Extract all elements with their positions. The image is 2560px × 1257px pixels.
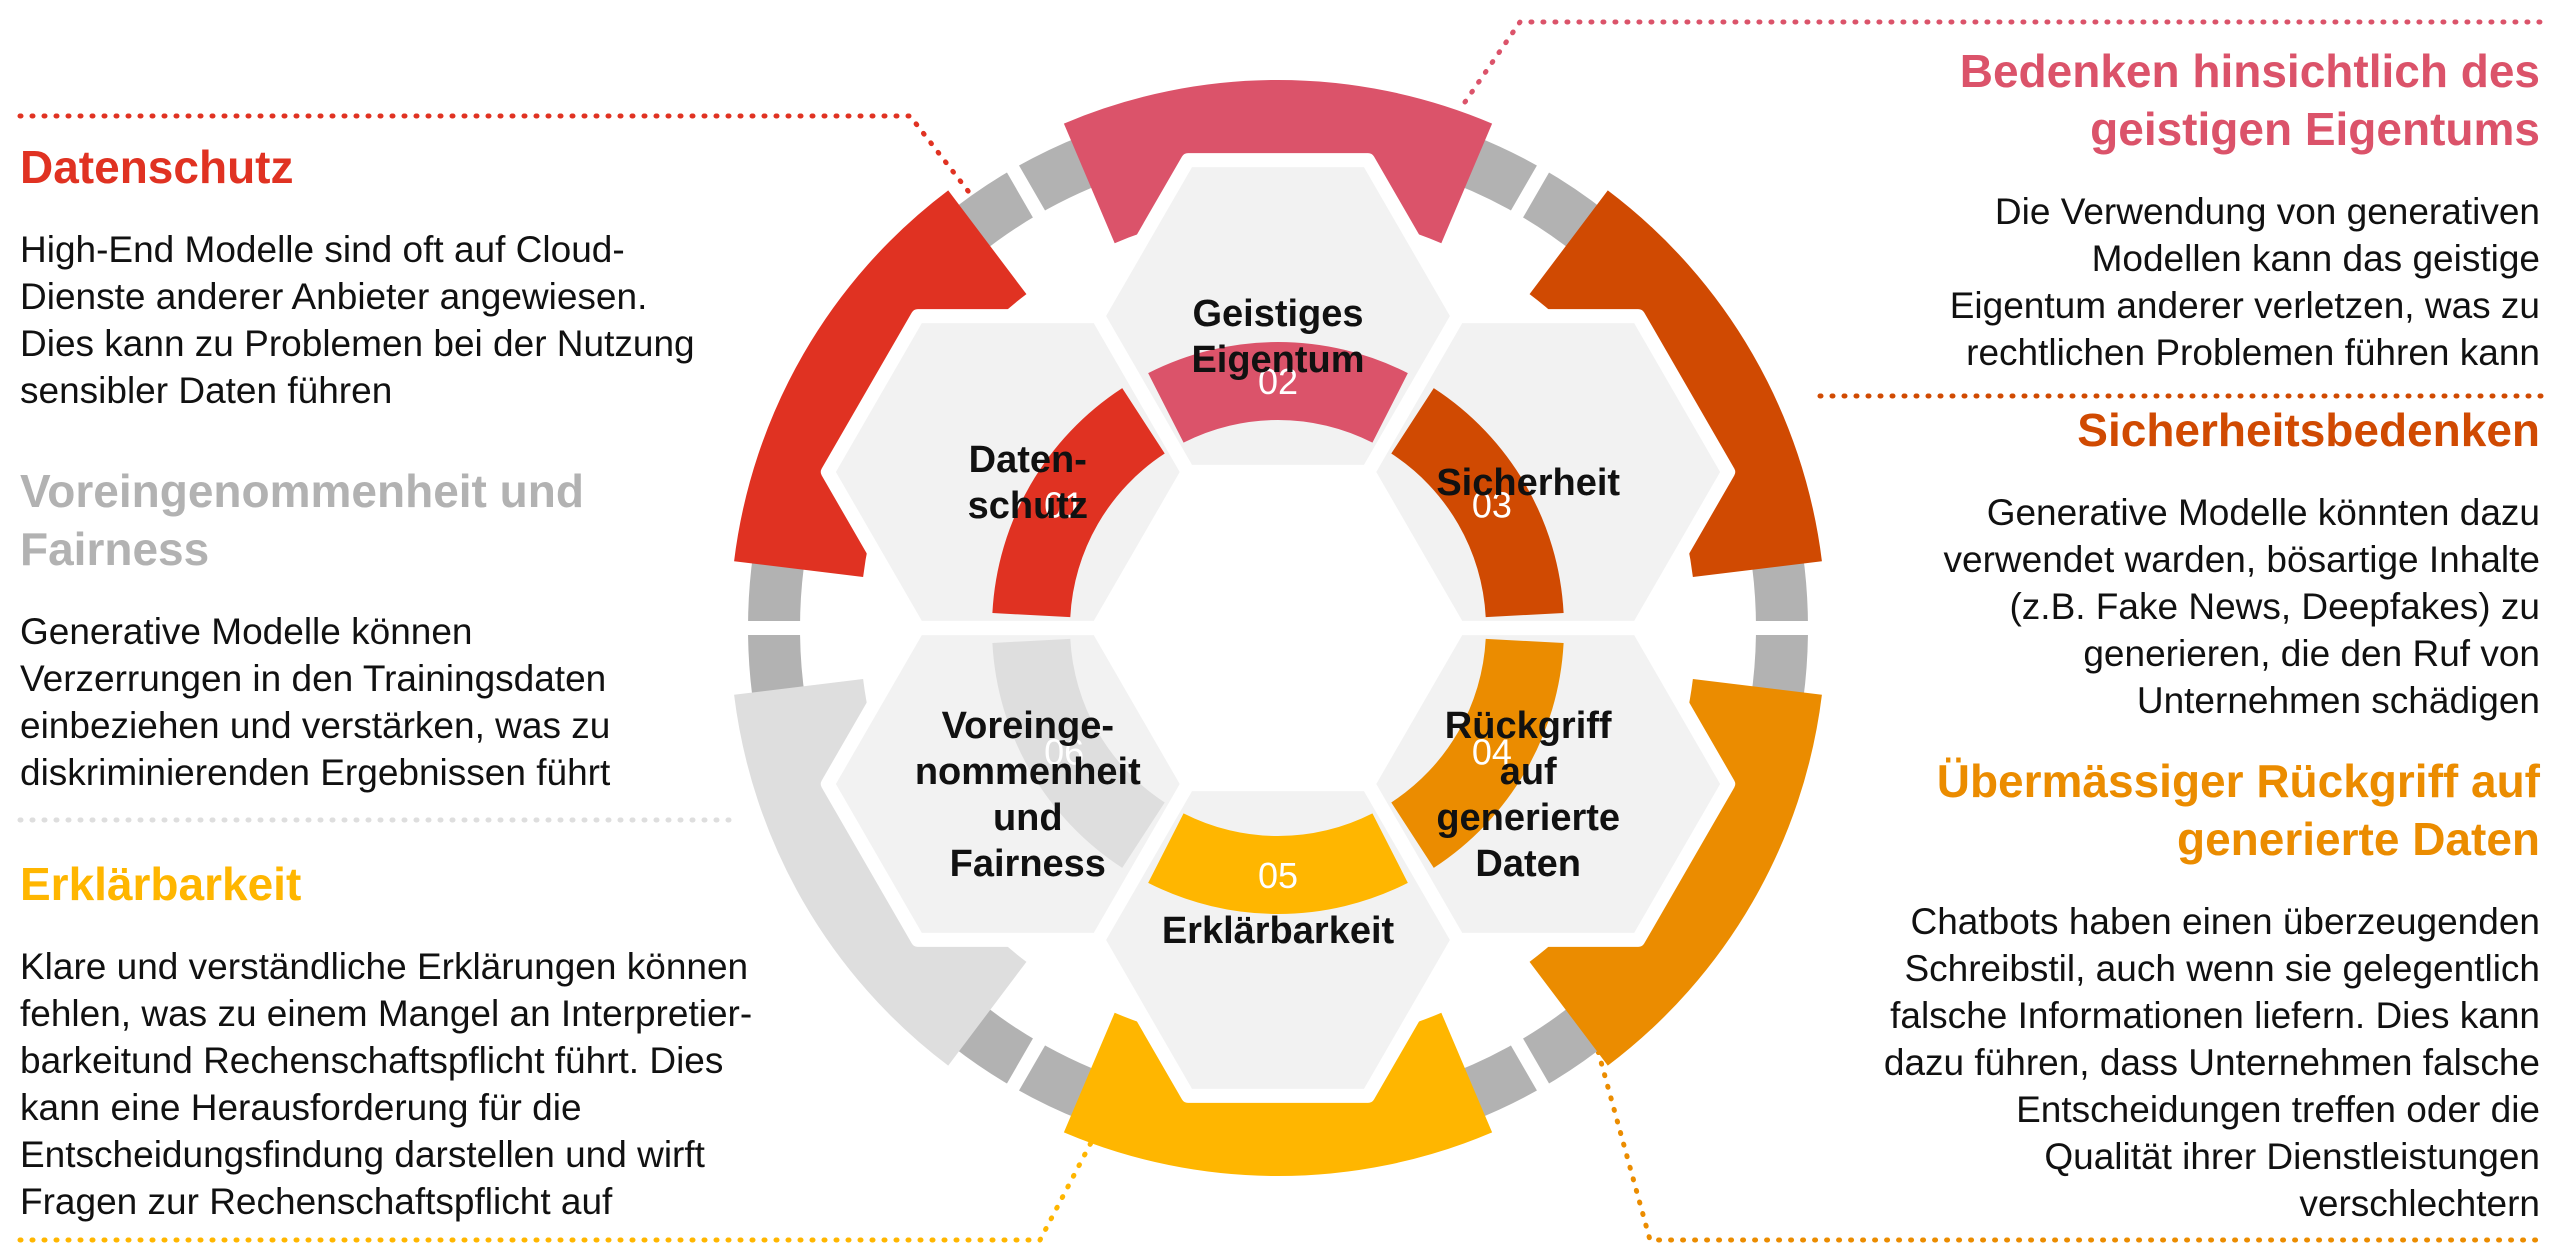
eigentum-block: Bedenken hinsichtlich des geistigen Eigen… — [1860, 42, 2540, 376]
text-line: Dienste anderer Anbieter angewiesen. — [20, 276, 648, 317]
leader-erklaerbarkeit — [17, 1132, 1098, 1243]
sicherheit-title: Sicherheitsbedenken — [2077, 404, 2540, 456]
hex-label: Sicherheit — [1436, 462, 1620, 504]
hex-label: und — [993, 797, 1063, 839]
datenschutz-text: High-End Modelle sind oft auf Cloud- Dien… — [20, 226, 780, 414]
hexagon-labels: Daten-schutz GeistigesEigentumSicherheitR… — [915, 293, 1621, 952]
text-line: generieren, die den Ruf von — [2083, 633, 2540, 674]
hex-label: schutz — [968, 485, 1088, 527]
sicherheit-block: Sicherheitsbedenken Generative Modelle k… — [1860, 401, 2540, 724]
sicherheit-text: Generative Modelle könnten dazu verwendet… — [1860, 489, 2540, 724]
text-line: Die Verwendung von generativen — [1994, 191, 2540, 232]
text-line: Chatbots haben einen überzeugenden — [1910, 901, 2540, 942]
text-line: Modellen kann das geistige — [2091, 238, 2540, 279]
arc-05 — [1148, 813, 1408, 914]
segment-number: 02 — [1258, 361, 1298, 402]
text-line: diskriminierenden Ergebnissen führt — [20, 752, 611, 793]
hex-label: Erklärbarkeit — [1162, 910, 1395, 952]
text-line: Generative Modelle können — [20, 611, 473, 652]
hex-label: Daten- — [969, 439, 1087, 481]
segment-number: 05 — [1258, 855, 1298, 896]
text-line: Generative Modelle könnten dazu — [1986, 492, 2540, 533]
text-line: sensibler Daten führen — [20, 370, 393, 411]
text-line: Voreingenommenheit und — [20, 465, 584, 517]
arc-04 — [1391, 638, 1564, 868]
text-line: Schreibstil, auch wenn sie gelegentlich — [1904, 948, 2540, 989]
hex-label: generierte — [1436, 797, 1620, 839]
rueckgriff-block: Übermässiger Rückgriff auf generierte Dat… — [1820, 752, 2540, 1227]
erklaerbarkeit-text: Klare und verständliche Erklärungen könn… — [20, 943, 810, 1225]
leader-eigentum — [1462, 19, 2548, 105]
text-line: generierte Daten — [2176, 813, 2540, 865]
arc-02 — [1148, 341, 1408, 443]
text-line: einbeziehen und verstärken, was zu — [20, 705, 611, 746]
hex-label: auf — [1500, 751, 1557, 793]
text-line: verschlechtern — [2299, 1183, 2540, 1224]
segment-number: 04 — [1472, 732, 1512, 773]
text-line: Verzerrungen in den Trainingsdaten — [20, 658, 607, 699]
erklaerbarkeit-title: Erklärbarkeit — [20, 858, 302, 910]
arc-06 — [992, 638, 1165, 868]
text-line: (z.B. Fake News, Deepfakes) zu — [2009, 586, 2540, 627]
text-line: Übermässiger Rückgriff auf — [1936, 755, 2540, 807]
arc-03 — [1391, 388, 1564, 618]
datenschutz-block: Datenschutz High-End Modelle sind oft au… — [20, 138, 780, 414]
segment-number: 06 — [1044, 732, 1084, 773]
leader-rueckgriff — [1592, 1037, 2548, 1243]
eigentum-title: Bedenken hinsichtlich des geistigen Eigen… — [1860, 42, 2540, 158]
hex-label: Geistiges — [1192, 293, 1363, 335]
hex-label: Fairness — [950, 843, 1106, 885]
hex-label: Daten — [1475, 843, 1581, 885]
text-line: fehlen, was zu einem Mangel an Interpret… — [20, 993, 753, 1034]
rueckgriff-title: Übermässiger Rückgriff auf generierte Dat… — [1820, 752, 2540, 868]
text-line: High-End Modelle sind oft auf Cloud- — [20, 229, 625, 270]
arc-01 — [992, 388, 1165, 618]
text-line: Eigentum anderer verletzen, was zu — [1949, 285, 2540, 326]
text-line: kann eine Herausforderung für die — [20, 1087, 582, 1128]
segment-number: 03 — [1472, 485, 1512, 526]
text-line: Qualität ihrer Dienstleistungen — [2044, 1136, 2540, 1177]
leader-datenschutz — [17, 113, 978, 203]
text-line: Unternehmen schädigen — [2136, 680, 2540, 721]
hex-label: Eigentum — [1191, 339, 1364, 381]
text-line: Entscheidungsfindung darstellen und wirf… — [20, 1134, 705, 1175]
text-line: dazu führen, dass Unternehmen falsche — [1883, 1042, 2540, 1083]
datenschutz-title: Datenschutz — [20, 141, 294, 193]
segment-number: 01 — [1044, 485, 1084, 526]
text-line: Bedenken hinsichtlich des — [1959, 45, 2540, 97]
erklaerbarkeit-block: Erklärbarkeit Klare und verständliche Er… — [20, 855, 810, 1225]
text-line: Entscheidungen treffen oder die — [2016, 1089, 2540, 1130]
text-line: barkeitund Rechenschaftspflicht führt. D… — [20, 1040, 724, 1081]
text-line: Fairness — [20, 523, 210, 575]
inner-arc-segments: 01 02 03 04 05 06 — [992, 341, 1564, 914]
hex-06 — [820, 621, 1195, 947]
text-line: geistigen Eigentums — [2090, 103, 2540, 155]
text-line: Klare und verständliche Erklärungen könn… — [20, 946, 749, 987]
text-line: Dies kann zu Problemen bei der Nutzung — [20, 323, 695, 364]
leader-lines — [17, 19, 2548, 1243]
text-line: falsche Informationen liefern. Dies kann — [1890, 995, 2540, 1036]
hex-label: nommenheit — [915, 751, 1141, 793]
text-line: Fragen zur Rechenschaftspflicht auf — [20, 1181, 613, 1222]
hex-label: Voreinge- — [942, 705, 1114, 747]
hex-label: Rückgriff — [1445, 705, 1612, 747]
text-line: rechtlichen Problemen führen kann — [1966, 332, 2540, 373]
text-line: verwendet warden, bösartige Inhalte — [1943, 539, 2540, 580]
